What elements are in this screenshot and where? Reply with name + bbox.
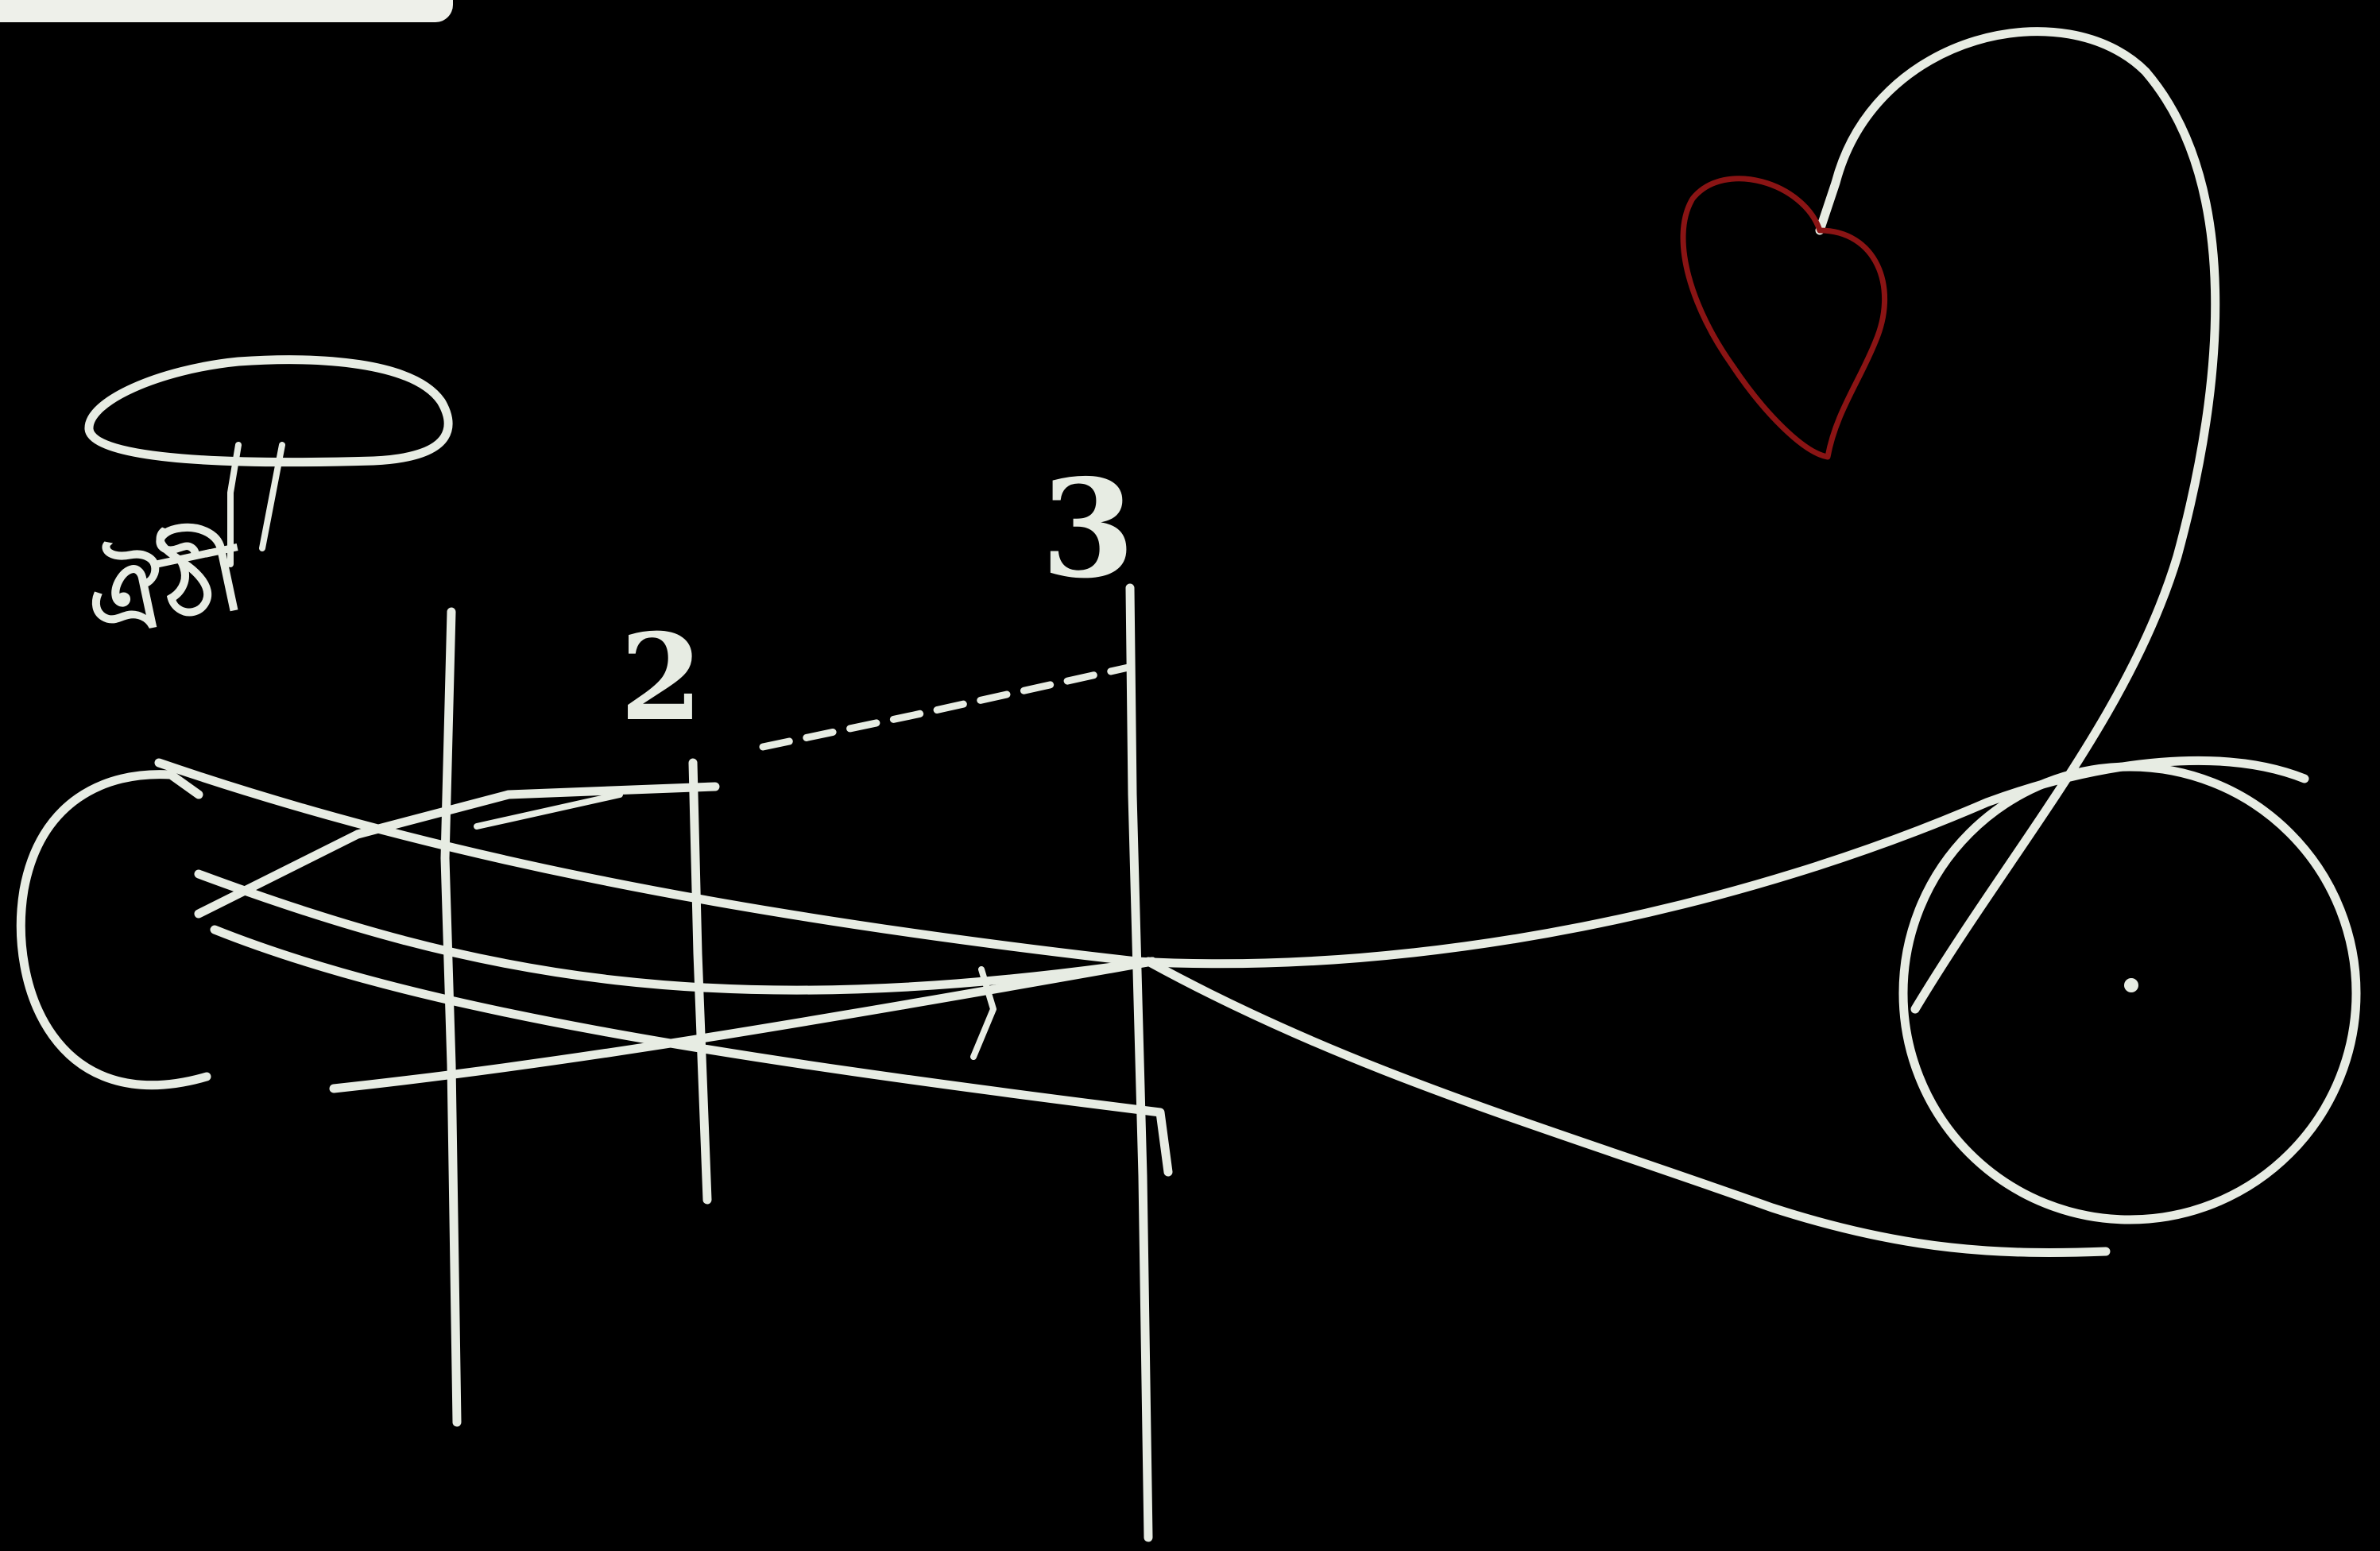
post-1 bbox=[445, 612, 457, 1422]
cross-strand-c bbox=[334, 961, 1152, 1089]
dashed-link bbox=[763, 667, 1128, 747]
crossing-strand bbox=[1148, 961, 2106, 1252]
circle-center-dot bbox=[2124, 978, 2138, 992]
label-right: 3 bbox=[1041, 450, 1135, 609]
upper-strand bbox=[159, 760, 2305, 963]
right-circle bbox=[1903, 767, 2356, 1220]
label-left: ঐঠী bbox=[75, 512, 254, 661]
left-loop bbox=[21, 775, 207, 1085]
curl-tail bbox=[1820, 32, 2216, 1009]
post-2 bbox=[693, 763, 707, 1200]
lower-strand bbox=[215, 930, 1168, 1172]
top-left-ellipse bbox=[89, 360, 448, 462]
label-middle: 2 bbox=[620, 608, 702, 748]
heart-icon bbox=[1683, 179, 1885, 457]
post-3 bbox=[1130, 588, 1148, 1537]
